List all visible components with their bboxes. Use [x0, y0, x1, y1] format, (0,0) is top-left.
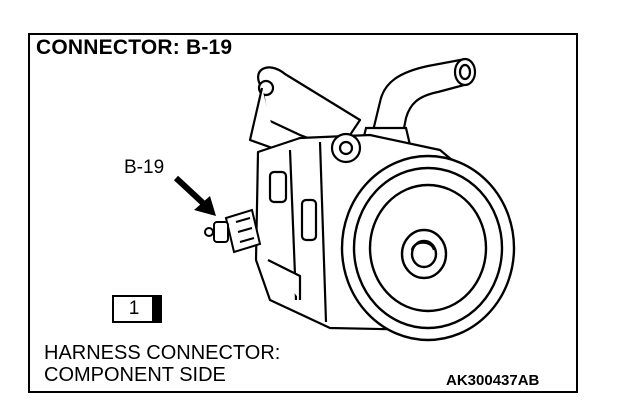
mounting-bracket — [248, 66, 362, 152]
figure-code: AK300437AB — [446, 372, 540, 389]
callout-label: B-19 — [124, 157, 165, 178]
outlet-pipe — [360, 57, 477, 147]
connector-title: CONNECTOR: B-19 — [36, 36, 233, 59]
caption-line-1: HARNESS CONNECTOR: — [44, 342, 281, 364]
badge-number: 1 — [128, 298, 140, 319]
badge-bar — [152, 297, 160, 321]
harness-number-badge: 1 — [112, 295, 162, 323]
caption: HARNESS CONNECTOR: COMPONENT SIDE — [44, 342, 280, 386]
connector-b19 — [204, 208, 262, 254]
callout-arrow — [173, 175, 216, 216]
figure-frame — [28, 33, 578, 393]
pulley — [340, 154, 516, 342]
caption-line-2: COMPONENT SIDE — [44, 364, 226, 386]
